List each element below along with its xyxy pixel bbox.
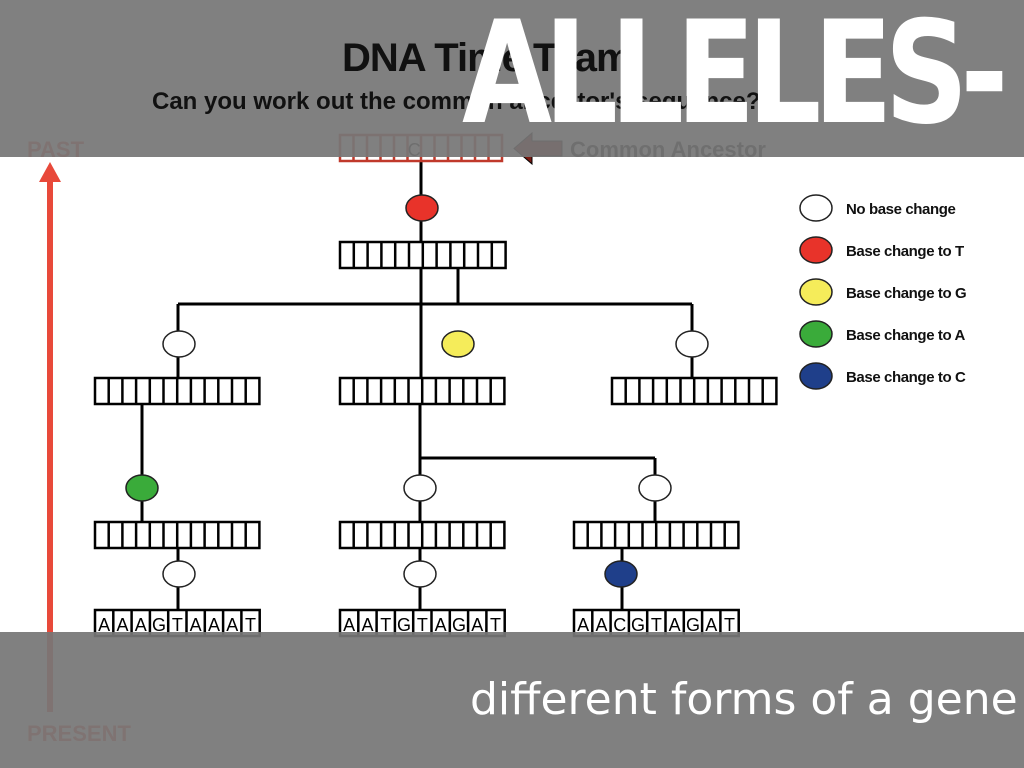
- diagram-title: DNA Time Team: [342, 36, 632, 80]
- sequence-base: A: [116, 615, 128, 635]
- legend-swatch: [799, 362, 833, 390]
- sequence-base: A: [135, 615, 147, 635]
- sequence-base: A: [705, 615, 717, 635]
- mutation-marker: [162, 560, 196, 588]
- diagram-subtitle: Can you work out the common ancestor's s…: [152, 88, 761, 115]
- top-banner: [0, 0, 1024, 157]
- mutation-marker: [403, 474, 437, 502]
- sequence-base: T: [172, 615, 183, 635]
- legend-swatch: [799, 194, 833, 222]
- sequence-base: A: [471, 615, 483, 635]
- slide-title: ALLELES-: [462, 0, 1009, 156]
- legend-swatch: [799, 236, 833, 264]
- sequence-base: G: [152, 615, 166, 635]
- mutation-marker: [638, 474, 672, 502]
- mutation-marker: [162, 330, 196, 358]
- sequence-base: A: [343, 615, 355, 635]
- mutation-marker: [675, 330, 709, 358]
- legend-label: Base change to G: [846, 285, 966, 302]
- sequence-base: A: [595, 615, 607, 635]
- sequence-base: T: [651, 615, 662, 635]
- sequence-base: T: [245, 615, 256, 635]
- legend-swatch: [799, 278, 833, 306]
- sequence-base: A: [435, 615, 447, 635]
- mutation-marker: [604, 560, 638, 588]
- sequence-base: A: [208, 615, 220, 635]
- sequence-base: G: [397, 615, 411, 635]
- sequence-base: A: [226, 615, 238, 635]
- legend-label: Base change to C: [846, 369, 966, 386]
- legend-label: No base change: [846, 201, 955, 218]
- sequence-base: T: [490, 615, 501, 635]
- slide-caption: different forms of a gene: [470, 674, 1018, 725]
- sequence-base: A: [669, 615, 681, 635]
- legend-label: Base change to T: [846, 243, 964, 260]
- sequence-base: C: [613, 615, 626, 635]
- bottom-banner: [0, 632, 1024, 768]
- sequence-base: A: [577, 615, 589, 635]
- sequence-base: G: [631, 615, 645, 635]
- sequence-base: T: [380, 615, 391, 635]
- legend-swatch: [799, 320, 833, 348]
- sequence-base: T: [724, 615, 735, 635]
- sequence-base: G: [452, 615, 466, 635]
- mutation-marker: [403, 560, 437, 588]
- mutation-marker: [125, 474, 159, 502]
- sequence-base: A: [190, 615, 202, 635]
- mutation-marker: [441, 330, 475, 358]
- sequence-base: G: [686, 615, 700, 635]
- sequence-base: A: [361, 615, 373, 635]
- time-arrow-head: [39, 162, 61, 182]
- mutation-marker: [405, 194, 439, 222]
- sequence-base: A: [98, 615, 110, 635]
- sequence-base: T: [417, 615, 428, 635]
- leaf-sequence-box: [93, 608, 261, 638]
- legend-label: Base change to A: [846, 327, 965, 344]
